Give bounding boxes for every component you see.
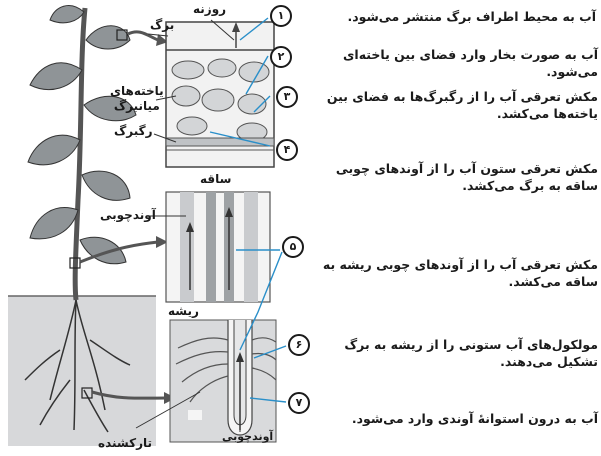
label-root-xylem: آوندچوبی [222, 430, 273, 443]
soil [8, 296, 156, 446]
step-text-6: مولکول‌های آب ستونی را از ریشه به برگ تش… [314, 336, 598, 370]
root-section [170, 320, 276, 442]
step-number-7: ۷ [288, 392, 310, 414]
stem-section [166, 192, 270, 302]
step-text-7: آب به درون استوانهٔ آوندی وارد می‌شود. [314, 410, 598, 427]
step-number-3: ۳ [276, 86, 298, 108]
plant-stem [75, 8, 85, 300]
step-number-6: ۶ [288, 334, 310, 356]
label-stem: ساقه [200, 172, 231, 186]
label-leaf: برگ [150, 18, 174, 32]
label-xylem: آوندچوبی [100, 208, 156, 222]
label-root-hair: تارکشنده [98, 436, 152, 450]
step-text-4: مکش تعرقی ستون آب را از آوندهای چوبی ساق… [304, 160, 598, 194]
step-text-3: مکش تعرقی آب را از رگبرگ‌ها به فضای بین … [302, 88, 598, 122]
step-text-1: آب به محیط اطراف برگ منتشر می‌شود. [300, 8, 596, 25]
step-text-5: مکش تعرقی آب را از آوندهای چوبی ریشه به … [308, 256, 598, 290]
label-mesophyll: یاخته‌های میانبرگ [110, 84, 164, 114]
step-number-1: ۱ [270, 5, 292, 27]
leaf-section [166, 22, 274, 167]
step-number-5: ۵ [282, 236, 304, 258]
step-number-2: ۲ [270, 46, 292, 68]
step-text-2: آب به صورت بخار وارد فضای بین یاخته‌ای م… [296, 46, 598, 80]
label-root: ریشه [168, 304, 199, 318]
step-number-4: ۴ [276, 139, 298, 161]
label-stomata: روزنه [193, 2, 226, 16]
label-vein: رگبرگ [114, 124, 153, 138]
